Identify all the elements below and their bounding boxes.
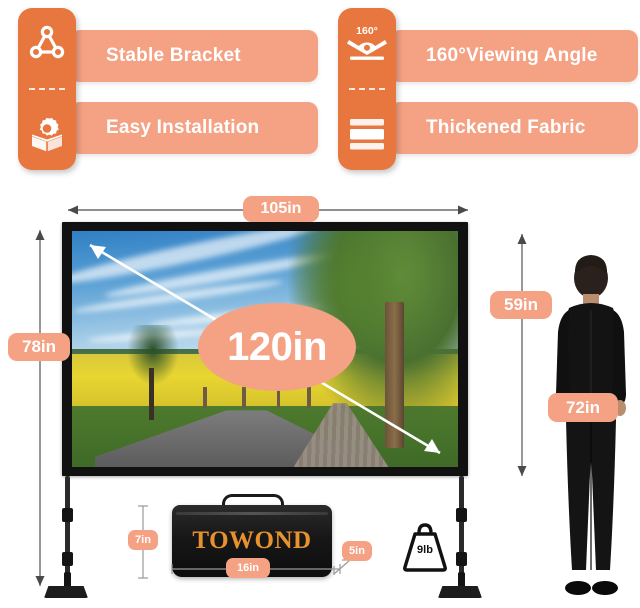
- feature-pill-stable-bracket: Stable Bracket: [70, 30, 318, 82]
- small-tree-trunk: [149, 367, 154, 420]
- feature-label: 160°Viewing Angle: [426, 45, 598, 66]
- feature-icon-column-right: 160°: [338, 8, 396, 170]
- stand-joint: [456, 508, 467, 522]
- badge-label: 72in: [565, 397, 601, 417]
- badge-total-height: 78in: [8, 333, 70, 361]
- stand-foot-stem: [64, 572, 71, 588]
- person-scale-reference: [556, 255, 626, 595]
- feature-icon-column-left: [18, 8, 76, 170]
- feature-label: Thickened Fabric: [426, 117, 586, 138]
- feature-pill-easy-installation: Easy Installation: [70, 102, 318, 154]
- badge-bag-height: 7in: [128, 530, 158, 550]
- badge-label: 16in: [236, 562, 259, 574]
- feature-label: Stable Bracket: [106, 45, 241, 66]
- stand-leg-right: [459, 476, 464, 576]
- icon-divider: [29, 88, 65, 90]
- fence-post: [276, 386, 281, 408]
- badge-label: 120in: [227, 324, 327, 369]
- badge-bag-depth: 5in: [342, 541, 372, 561]
- bag-zipper: [176, 512, 328, 515]
- large-tree-trunk: [384, 301, 404, 449]
- feature-group-right: 160°Viewing Angle Thickened Fabric 160°: [338, 8, 638, 170]
- bag-brand-label: TOWOND: [192, 527, 312, 554]
- bag-handle: [222, 494, 284, 513]
- feature-label: Easy Installation: [106, 117, 260, 138]
- stand-leg-left: [65, 476, 70, 576]
- badge-bag-width: 16in: [226, 558, 270, 578]
- badge-label: 59in: [503, 295, 539, 314]
- feature-pill-viewing-angle: 160°Viewing Angle: [390, 30, 638, 82]
- badge-label: 78in: [21, 337, 57, 356]
- stand-joint: [62, 508, 73, 522]
- badge-label: 7in: [135, 534, 151, 546]
- weight-label: 9lb: [417, 544, 433, 556]
- badge-label: 105in: [260, 200, 302, 217]
- svg-text:160°: 160°: [356, 25, 378, 37]
- weight-icon: 9lb: [398, 517, 452, 573]
- viewing-angle-icon: 160°: [344, 18, 390, 70]
- badge-screen-height: 59in: [490, 291, 552, 319]
- fence-post: [241, 386, 246, 408]
- badge-diagonal-size: 120in: [198, 303, 356, 391]
- thickened-fabric-icon: [344, 108, 390, 160]
- stand-foot-stem: [458, 572, 465, 588]
- feature-group-left: Stable Bracket Easy Installation: [18, 8, 318, 170]
- stand-foot-left: [44, 586, 88, 598]
- total-height-dimension-line: [35, 230, 45, 586]
- stand-joint: [62, 552, 73, 566]
- easy-installation-icon: [24, 108, 70, 160]
- icon-divider: [349, 88, 385, 90]
- stable-bracket-icon: [24, 18, 70, 70]
- stand-joint: [456, 552, 467, 566]
- badge-label: 5in: [349, 545, 365, 557]
- badge-screen-width: 105in: [243, 196, 319, 222]
- stand-foot-right: [438, 586, 482, 598]
- feature-pill-thickened-fabric: Thickened Fabric: [390, 102, 638, 154]
- badge-person-height: 72in: [548, 393, 618, 422]
- screen-height-dimension-line: [517, 234, 527, 476]
- fence-post: [203, 386, 208, 408]
